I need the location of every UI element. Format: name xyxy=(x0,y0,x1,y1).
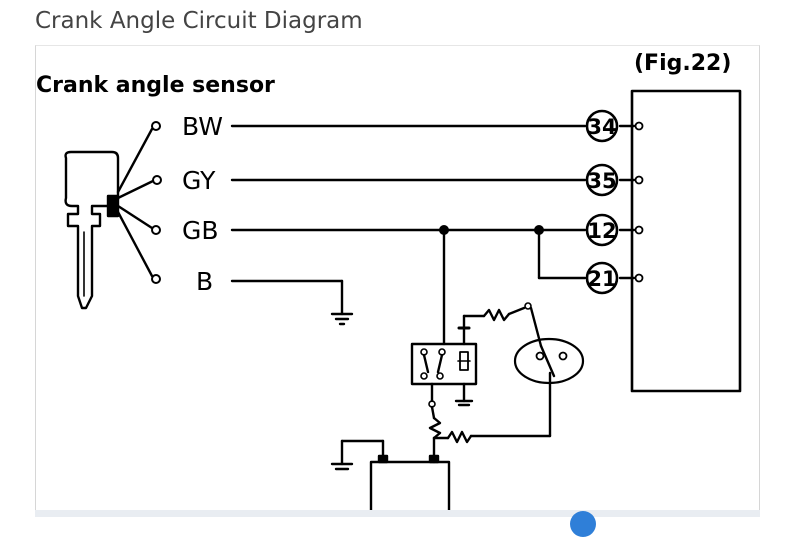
junction-dot xyxy=(534,225,544,235)
page-title: Crank Angle Circuit Diagram xyxy=(35,8,363,34)
scroll-nav-dot[interactable] xyxy=(570,511,596,537)
junction-dot xyxy=(439,225,449,235)
relay-box xyxy=(410,342,478,386)
lead-b xyxy=(116,210,154,278)
crank-angle-sensor-body xyxy=(64,150,120,310)
lead-bw xyxy=(116,127,154,194)
wire-label-gy: GY xyxy=(182,166,216,195)
circuit-diagram: Crank angle sensor (Fig.22) BW GY GB B 3… xyxy=(36,51,742,514)
battery xyxy=(369,460,451,514)
lead-gb xyxy=(116,204,154,230)
wire-label-gb: GB xyxy=(182,216,219,245)
lead-gy xyxy=(116,179,155,200)
figure-label: (Fig.22) xyxy=(634,51,731,76)
sensor-title: Crank angle sensor xyxy=(36,73,275,98)
wire-label-b: B xyxy=(196,267,213,296)
ecu-box xyxy=(630,89,742,393)
terminal-number-35: 35 xyxy=(587,169,616,193)
terminal-number-34: 34 xyxy=(587,115,616,139)
diagram-frame: Crank angle sensor (Fig.22) BW GY GB B 3… xyxy=(35,45,760,517)
terminal-number-21: 21 xyxy=(587,267,616,291)
bottom-toolbar-strip xyxy=(35,510,760,517)
wire-label-bw: BW xyxy=(182,112,223,141)
terminal-number-12: 12 xyxy=(587,219,616,243)
